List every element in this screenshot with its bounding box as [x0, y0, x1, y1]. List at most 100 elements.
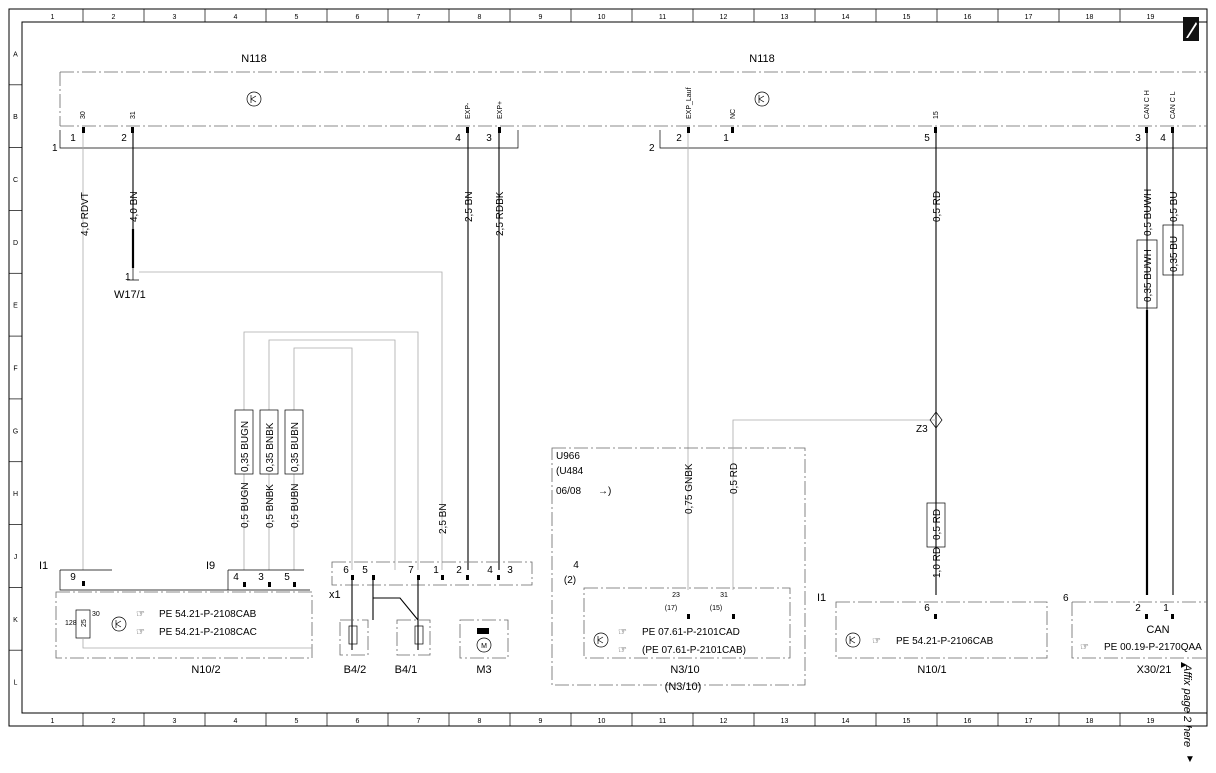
- wire-label: 0,5 RD: [729, 463, 740, 494]
- n118-left-title: N118: [241, 53, 266, 65]
- svg-text:6: 6: [924, 603, 930, 614]
- grid-column-label: 12: [720, 14, 728, 21]
- svg-text:W17/1: W17/1: [114, 289, 146, 301]
- svg-text:30: 30: [80, 111, 87, 119]
- svg-text:2: 2: [456, 565, 462, 576]
- grid-column-label: 9: [539, 718, 543, 725]
- grid-column-label: 6: [356, 718, 360, 725]
- svg-text:4: 4: [1160, 133, 1166, 144]
- svg-text:N3/10: N3/10: [670, 664, 699, 676]
- grid-row-label: J: [14, 554, 18, 561]
- wire-label: 0,75 GNBK: [684, 463, 695, 514]
- component-n10-1[interactable]: I1 6 ☞ PE 54.21-P-2106CAB N10/1: [817, 592, 1048, 676]
- see-also-icon: ☞: [618, 627, 627, 638]
- svg-text:5: 5: [362, 565, 368, 576]
- pin-left-4: EXP-4: [455, 102, 472, 144]
- transistor-icon: [246, 91, 262, 107]
- grid-column-label: 6: [356, 14, 360, 21]
- grid-column-label: 14: [842, 14, 850, 21]
- connector-i9: I9 4 3 5: [206, 560, 304, 590]
- wire-label: 4,0 BN: [129, 191, 140, 222]
- svg-text:PE 54.21-P-2108CAB: PE 54.21-P-2108CAB: [159, 609, 257, 620]
- wire-label: 2,5 BN: [464, 191, 475, 222]
- grid-column-label: 17: [1025, 718, 1033, 725]
- svg-text:CAN C L: CAN C L: [1170, 91, 1177, 119]
- sensor-b4-2[interactable]: B4/2: [339, 619, 369, 676]
- svg-text:U966: U966: [556, 451, 580, 462]
- connector-label-left: 1: [52, 143, 58, 154]
- svg-text:23: 23: [672, 592, 680, 599]
- wire-bubn: [293, 347, 353, 570]
- component-x30-21[interactable]: 6 2 1 CAN ☞ PE 00.19-P-2170QAA X30/21: [1063, 593, 1207, 676]
- splice-z3: Z3: [732, 411, 943, 590]
- grid-column-label: 3: [173, 14, 177, 21]
- transistor-icon: [111, 616, 127, 632]
- grid-column-label: 18: [1086, 14, 1094, 21]
- grid-column-label: 18: [1086, 718, 1094, 725]
- wire-box-buwh: [1136, 239, 1158, 309]
- sensor-b4-1[interactable]: B4/1: [395, 619, 431, 676]
- wire-label: 0,35 BUGN: [240, 421, 251, 472]
- transistor-icon: [593, 632, 609, 648]
- grid-column-label: 19: [1147, 718, 1155, 725]
- component-n3-10[interactable]: 23 (17) 31 (15) ☞ PE 07.61-P-2101CAD ☞ (…: [583, 587, 791, 693]
- svg-text:4: 4: [573, 560, 579, 571]
- connector-x1: x1 6 5 7 1 2 4 3: [329, 561, 533, 650]
- wire-label: 2,5 BN: [438, 503, 449, 534]
- svg-text:I1: I1: [39, 560, 48, 572]
- grid-column-label: 19: [1147, 14, 1155, 21]
- svg-text:25: 25: [81, 619, 88, 627]
- grid-column-label: 11: [659, 718, 666, 725]
- wire-label: 0,35 BUWH: [1143, 249, 1154, 302]
- svg-text:3: 3: [486, 133, 492, 144]
- wire-label: 0,35 BU: [1169, 236, 1180, 272]
- svg-text:3: 3: [507, 565, 513, 576]
- svg-text:4: 4: [487, 565, 493, 576]
- see-also-icon: ☞: [136, 627, 145, 638]
- grid-column-label: 4: [234, 718, 238, 725]
- wire-bnbk: [268, 339, 396, 570]
- grid-row-label: C: [13, 177, 18, 184]
- grid-column-label: 5: [295, 718, 299, 725]
- svg-text:30: 30: [92, 611, 100, 618]
- wire-label: 0,5 BNBK: [265, 484, 276, 528]
- grid-column-label: 7: [417, 718, 421, 725]
- svg-text:3: 3: [258, 572, 264, 583]
- grid-column-label: 10: [598, 14, 606, 21]
- motor-m3[interactable]: M M3: [459, 619, 509, 676]
- pin-left-3: EXP+3: [486, 101, 504, 144]
- svg-text:2: 2: [1135, 603, 1141, 614]
- pin-right-4: CAN C L 4: [1160, 91, 1177, 144]
- svg-text:5: 5: [284, 572, 290, 583]
- transistor-icon: [754, 91, 770, 107]
- svg-text:15: 15: [933, 111, 940, 119]
- grid-row-label: E: [13, 303, 18, 310]
- grid-column-label: 4: [234, 14, 238, 21]
- n118-right-title: N118: [749, 53, 774, 65]
- svg-text:(15): (15): [710, 605, 722, 612]
- wire-box-g2: [259, 409, 279, 475]
- grid-row-label: L: [14, 680, 18, 687]
- document-icon[interactable]: [1183, 17, 1199, 41]
- svg-text:4: 4: [455, 133, 461, 144]
- grid-column-label: 9: [539, 14, 543, 21]
- connector-label-right: 2: [649, 143, 655, 154]
- wire-label: 0,5 RD: [932, 191, 943, 222]
- n118-connector-strip: [59, 130, 1207, 149]
- component-n10-2[interactable]: I1 9 128 25 30 ☞ PE 54.21-P-2108CAB ☞ PE…: [39, 560, 313, 676]
- n118-boundary: [59, 71, 1207, 127]
- svg-text:PE 07.61-P-2101CAD: PE 07.61-P-2101CAD: [642, 627, 740, 638]
- svg-text:I1: I1: [817, 592, 826, 604]
- motor-icon: M: [481, 643, 487, 650]
- grid-column-label: 16: [964, 718, 972, 725]
- svg-text:PE 54.21-P-2106CAB: PE 54.21-P-2106CAB: [896, 636, 994, 647]
- wire-box-g1: [234, 409, 254, 475]
- svg-text:N10/1: N10/1: [917, 664, 946, 676]
- wire-bugn: [243, 331, 419, 570]
- wire-label: 0,5 BU: [1169, 191, 1180, 222]
- wire-label: 0,5 BUWH: [1143, 189, 1154, 236]
- svg-text:(N3/10): (N3/10): [665, 681, 702, 693]
- u966-block: U966 (U484 06/08 →) 4 (2): [551, 447, 806, 686]
